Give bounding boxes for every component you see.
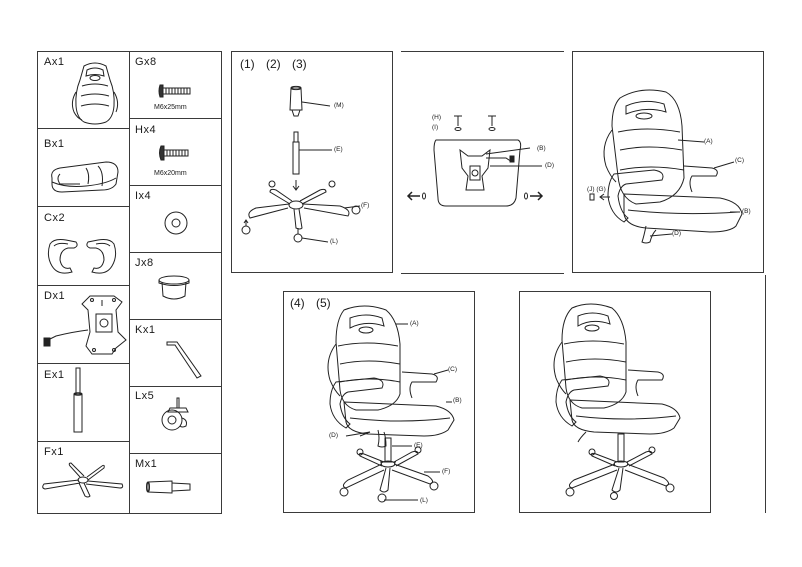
row-divider [37,285,129,286]
step2-callout-d: (D) [545,162,555,169]
part-m-label: Mx1 [135,458,158,470]
armrests-illustration [46,236,118,276]
step-panel-1-label: (1) (2) (3) [240,57,307,71]
row-divider [129,185,222,186]
mechanism-illustration [42,292,126,358]
step2-callout-b: (B) [537,145,546,152]
step-panel-4 [283,291,475,513]
sleeve-icon [146,478,192,496]
step1-callout-f: (F) [361,202,370,209]
step-panel-5 [519,291,711,513]
cap-icon [157,274,191,304]
row-divider [37,363,129,364]
hex-key-icon [165,340,203,380]
step2-callout-h: (H) [432,114,442,121]
step2-mechanism-assembly [406,110,556,220]
short-screw-icon [158,145,190,161]
step1-callout-l: (L) [330,238,338,245]
row-divider [129,453,222,454]
parts-list-divider [129,51,130,514]
step-panel-4-label: (4) (5) [290,296,331,310]
step3-callout-a: (A) [704,138,713,145]
part-g-label: Gx8 [135,56,157,68]
row-divider [129,118,222,119]
step-panel-2-bottom [401,273,564,274]
step-panel-1 [231,51,393,273]
row-divider [37,441,129,442]
part-c-label: Cx2 [44,212,66,224]
caster-icon [158,396,192,432]
step-panel-3 [572,51,764,273]
completed-chair-illustration [546,304,696,500]
step1-callout-e: (E) [334,146,343,153]
step-panel-2-top [401,51,564,52]
part-g-size: M6x25mm [154,104,187,111]
part-b-label: Bx1 [44,138,65,150]
part-l-label: Lx5 [135,390,155,402]
step4-callout-e: (E) [414,442,423,449]
step4-callout-c: (C) [448,366,458,373]
part-a-label: Ax1 [44,56,65,68]
step4-callout-l: (L) [420,497,428,504]
gas-lift-illustration [68,366,88,436]
seat-illustration [46,158,122,196]
step4-callout-f: (F) [442,468,451,475]
page-edge-rule [765,275,766,513]
part-d-label: Dx1 [44,290,66,302]
step3-callout-c: (C) [735,157,745,164]
step3-chair-assembly [580,86,760,256]
step3-callout-d: (D) [672,230,682,237]
step1-callout-m: (M) [334,102,344,109]
part-h-size: M6x20mm [154,170,187,177]
backrest-illustration [70,62,120,126]
row-divider [129,386,222,387]
row-divider [129,319,222,320]
step3-callout-jg: (J) (G) [587,186,606,193]
step4-final-assembly [300,306,470,506]
step4-callout-d: (D) [329,432,339,439]
row-divider [37,206,129,207]
part-i-label: Ix4 [135,190,152,202]
washer-icon [164,211,188,235]
base-illustration [40,462,126,498]
step4-callout-a: (A) [410,320,419,327]
step3-callout-b: (B) [742,208,751,215]
row-divider [37,128,129,129]
step2-callout-i: (I) [432,124,439,131]
part-h-label: Hx4 [135,124,157,136]
step4-callout-b: (B) [453,397,462,404]
part-k-label: Kx1 [135,324,156,336]
part-e-label: Ex1 [44,369,65,381]
step1-base-assembly [236,80,386,250]
part-f-label: Fx1 [44,446,64,458]
part-j-label: Jx8 [135,257,154,269]
row-divider [129,252,222,253]
long-screw-icon [158,84,192,98]
